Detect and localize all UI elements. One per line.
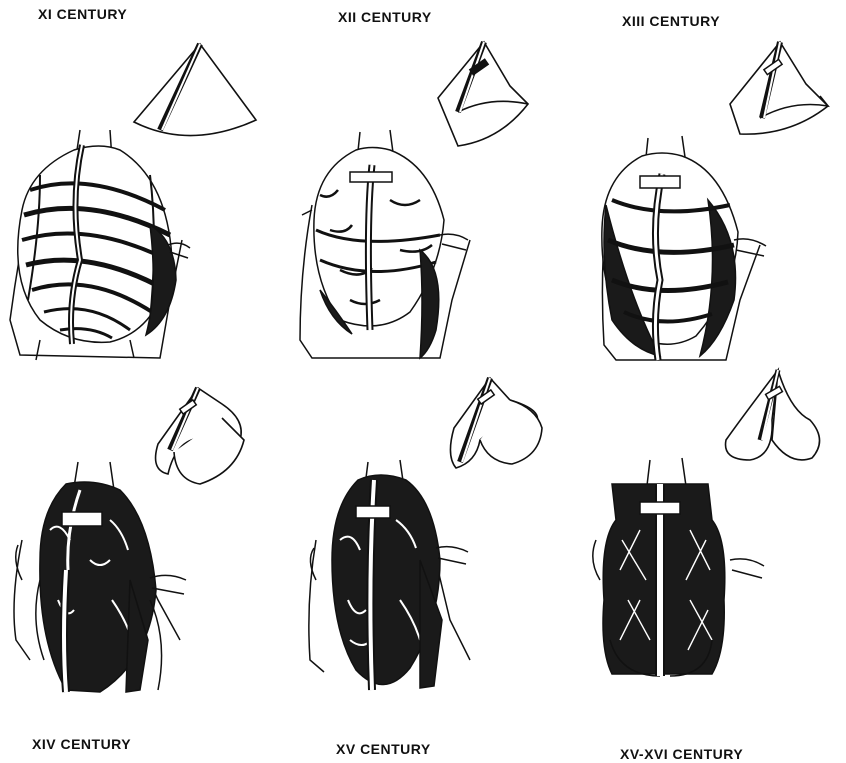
pattern-xvxvi-double-lobe-icon xyxy=(726,370,820,460)
figure-xvxvi-chasuble xyxy=(593,458,764,676)
